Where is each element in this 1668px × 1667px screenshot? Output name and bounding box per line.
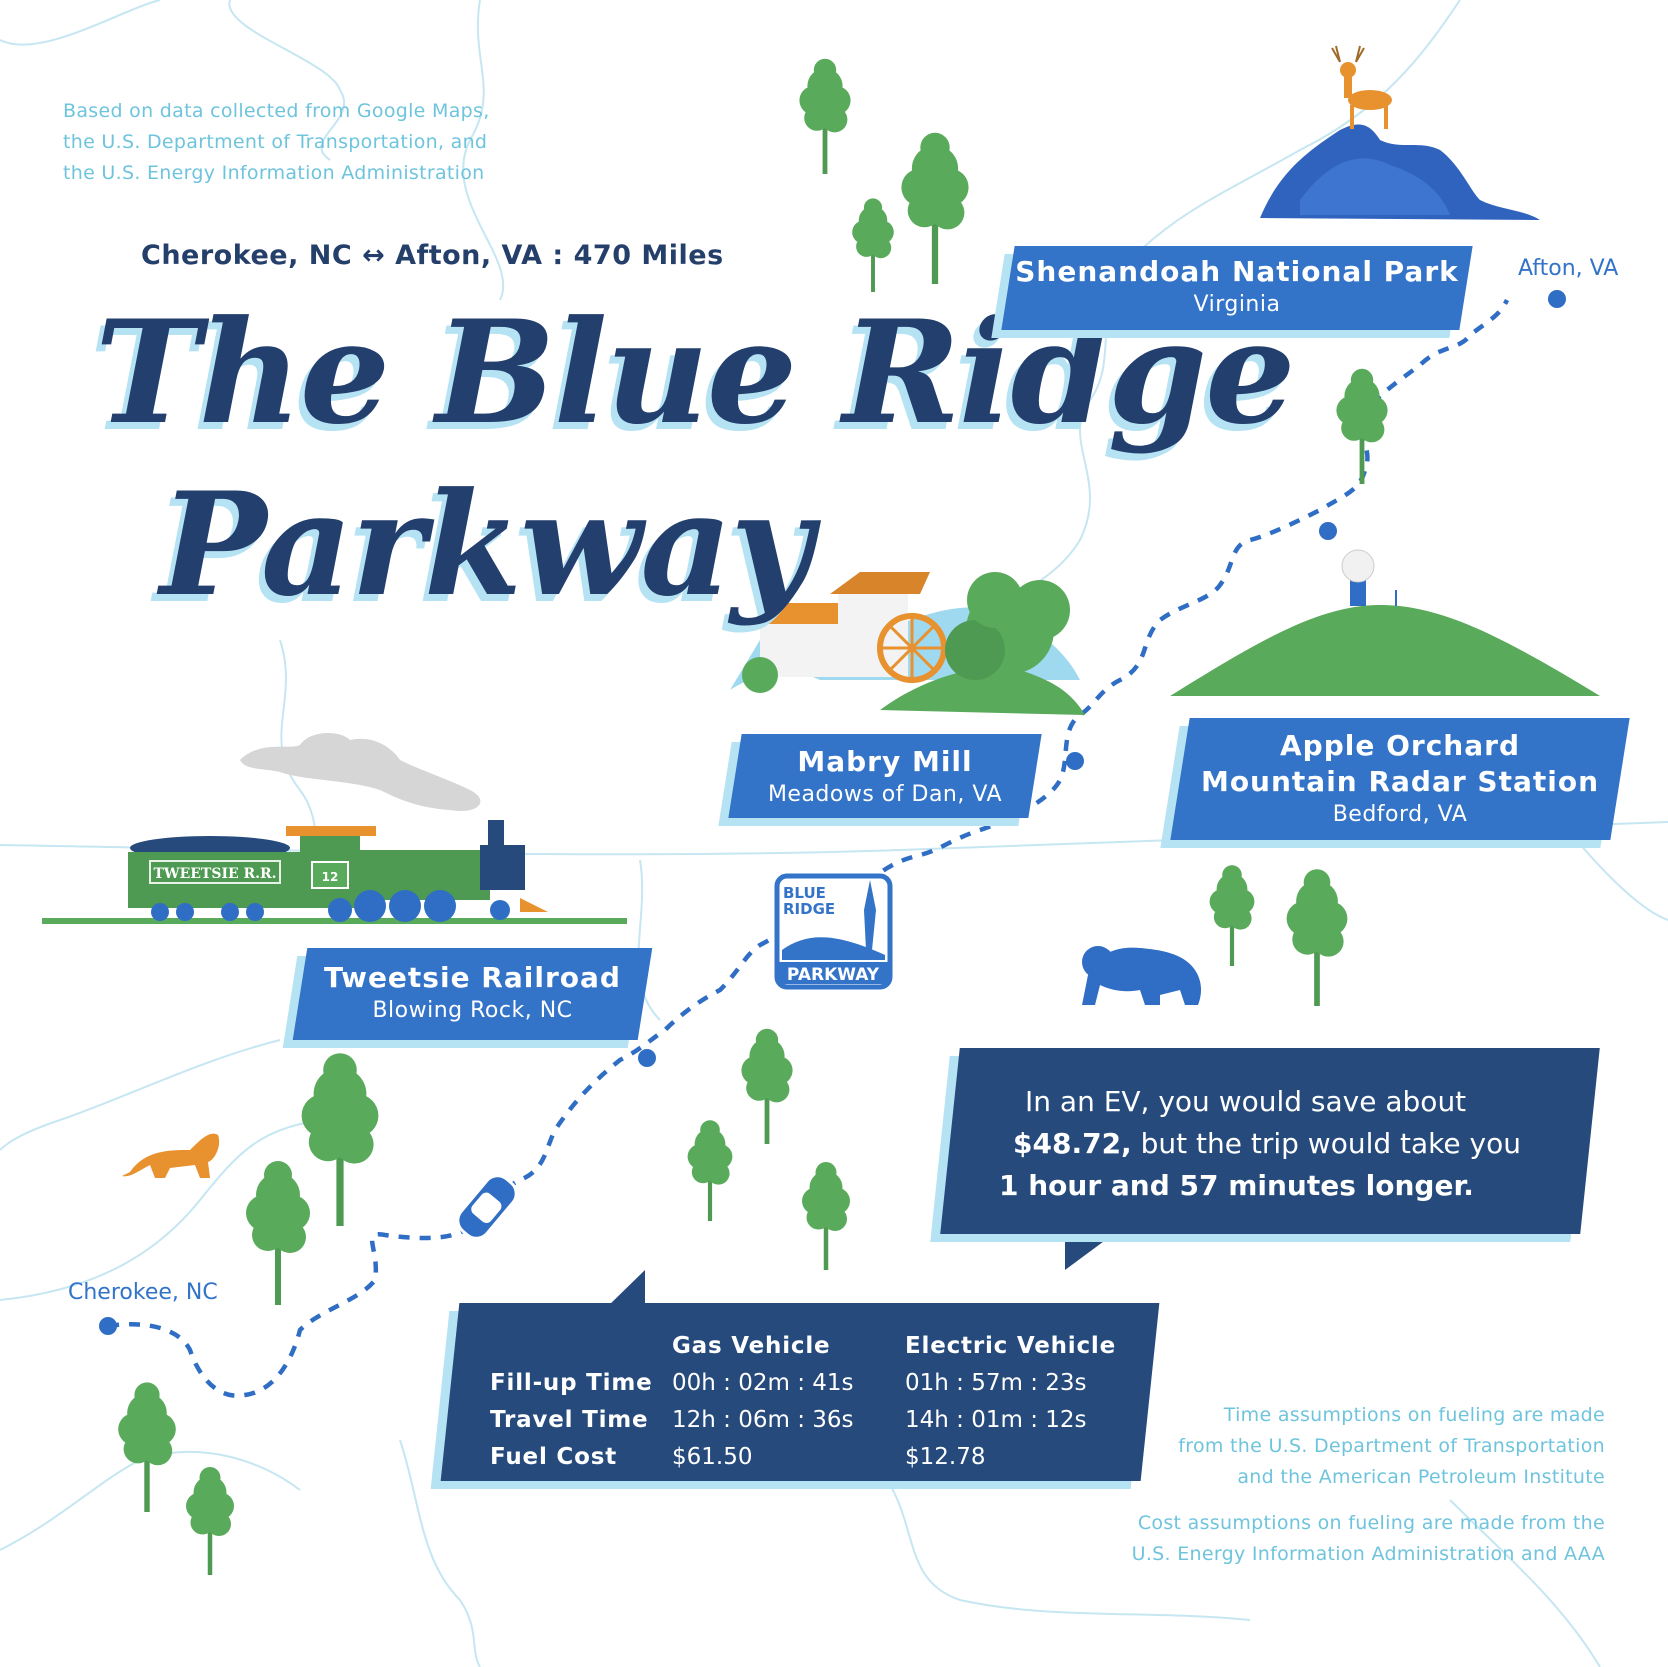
stop-name: Mabry Mill — [797, 745, 973, 778]
stop-location: Blowing Rock, NC — [372, 998, 573, 1023]
route-separator: : — [552, 240, 564, 271]
gas-value: $61.50 — [672, 1443, 753, 1470]
stop-name-line2: Mountain Radar Station — [1200, 765, 1600, 798]
svg-text:RIDGE: RIDGE — [783, 900, 835, 918]
stop-location: Bedford, VA — [1332, 802, 1468, 827]
stop-name-line1: Apple Orchard — [1280, 729, 1520, 762]
source-note: Based on data collected from Google Maps… — [63, 100, 490, 184]
stop-banner-apple-orchard: Apple Orchard Mountain Radar Station Bed… — [1160, 718, 1630, 848]
route-arrow-icon: ↔ — [362, 240, 386, 271]
ev-value: $12.78 — [905, 1443, 986, 1470]
gas-value: 12h : 06m : 36s — [672, 1406, 854, 1433]
row-label: Fuel Cost — [490, 1443, 617, 1470]
column-header-gas: Gas Vehicle — [672, 1332, 831, 1359]
radar-mountain-icon — [1170, 549, 1600, 696]
parkway-sign-icon: BLUE RIDGE PARKWAY — [774, 873, 893, 990]
stop-banner-shenandoah: Shenandoah National Park Virginia — [991, 246, 1473, 338]
stop-banner-tweetsie: Tweetsie Railroad Blowing Rock, NC — [282, 948, 653, 1048]
route-to: Afton, VA — [395, 240, 543, 271]
page-title-line2: Parkway — [160, 462, 813, 628]
ev-summary-line3: 1 hour and 57 minutes longer. — [999, 1169, 1474, 1202]
gas-value: 00h : 02m : 41s — [672, 1369, 854, 1396]
stop-location: Virginia — [1193, 292, 1281, 317]
ev-summary-amount: $48.72, — [1013, 1127, 1132, 1160]
svg-text:12: 12 — [322, 870, 339, 884]
stop-name: Tweetsie Railroad — [324, 961, 621, 994]
route-from: Cherokee, NC — [141, 240, 353, 271]
svg-text:PARKWAY: PARKWAY — [787, 965, 880, 985]
deer-icon — [1260, 45, 1540, 220]
row-label: Travel Time — [490, 1406, 649, 1433]
table-row: Fill-up Time 00h : 02m : 41s 01h : 57m :… — [490, 1364, 1116, 1401]
table-header-row: Gas Vehicle Electric Vehicle — [490, 1327, 1116, 1364]
table-row: Fuel Cost $61.50 $12.78 — [490, 1438, 1116, 1475]
ev-value: 01h : 57m : 23s — [905, 1369, 1087, 1396]
mill-icon — [730, 572, 1085, 715]
stop-location: Meadows of Dan, VA — [767, 782, 1003, 807]
bear-icon — [1082, 946, 1202, 1005]
ev-summary-line2: but the trip would take you — [1140, 1127, 1521, 1160]
ev-value: 14h : 01m : 12s — [905, 1406, 1087, 1433]
ev-summary-box: In an EV, you would save about $48.72, b… — [930, 1048, 1600, 1242]
route-distance: 470 Miles — [573, 240, 724, 271]
column-header-ev: Electric Vehicle — [905, 1332, 1117, 1359]
mountain-lion-icon — [122, 1133, 220, 1178]
route-label: Cherokee, NC ↔ Afton, VA : 470 Miles — [141, 240, 724, 271]
city-label-start: Cherokee, NC — [68, 1280, 218, 1305]
comparison-table: Gas Vehicle Electric Vehicle Fill-up Tim… — [490, 1327, 1116, 1475]
stop-banner-mabry-mill: Mabry Mill Meadows of Dan, VA — [718, 734, 1042, 826]
car-icon — [456, 1174, 518, 1240]
footnote-line: Cost assumptions on fueling are made fro… — [1137, 1512, 1605, 1534]
route-line — [107, 298, 1510, 1399]
comparison-box: Gas Vehicle Electric Vehicle Fill-up Tim… — [430, 1303, 1160, 1489]
svg-text:TWEETSIE R.R.: TWEETSIE R.R. — [153, 866, 276, 882]
footnote-line: Time assumptions on fueling are made — [1223, 1404, 1605, 1426]
stop-name: Shenandoah National Park — [1015, 255, 1459, 288]
train-icon: TWEETSIE R.R. 12 — [42, 733, 627, 924]
ev-summary-line1: In an EV, you would save about — [1025, 1085, 1467, 1118]
footnote-cost: Cost assumptions on fueling are made fro… — [1005, 1508, 1605, 1570]
city-label-end: Afton, VA — [1518, 256, 1619, 281]
svg-text:BLUE: BLUE — [783, 884, 826, 902]
footnote-line: U.S. Energy Information Administration a… — [1131, 1543, 1605, 1565]
footnote-time: Time assumptions on fueling are made fro… — [1005, 1400, 1605, 1493]
row-label: Fill-up Time — [490, 1369, 653, 1396]
cmp-bubble-tail — [604, 1270, 645, 1310]
table-row: Travel Time 12h : 06m : 36s 14h : 01m : … — [490, 1401, 1116, 1438]
footnote-line: and the American Petroleum Institute — [1237, 1466, 1605, 1488]
ev-bubble-tail — [1065, 1233, 1115, 1270]
footnote-line: from the U.S. Department of Transportati… — [1178, 1435, 1605, 1457]
